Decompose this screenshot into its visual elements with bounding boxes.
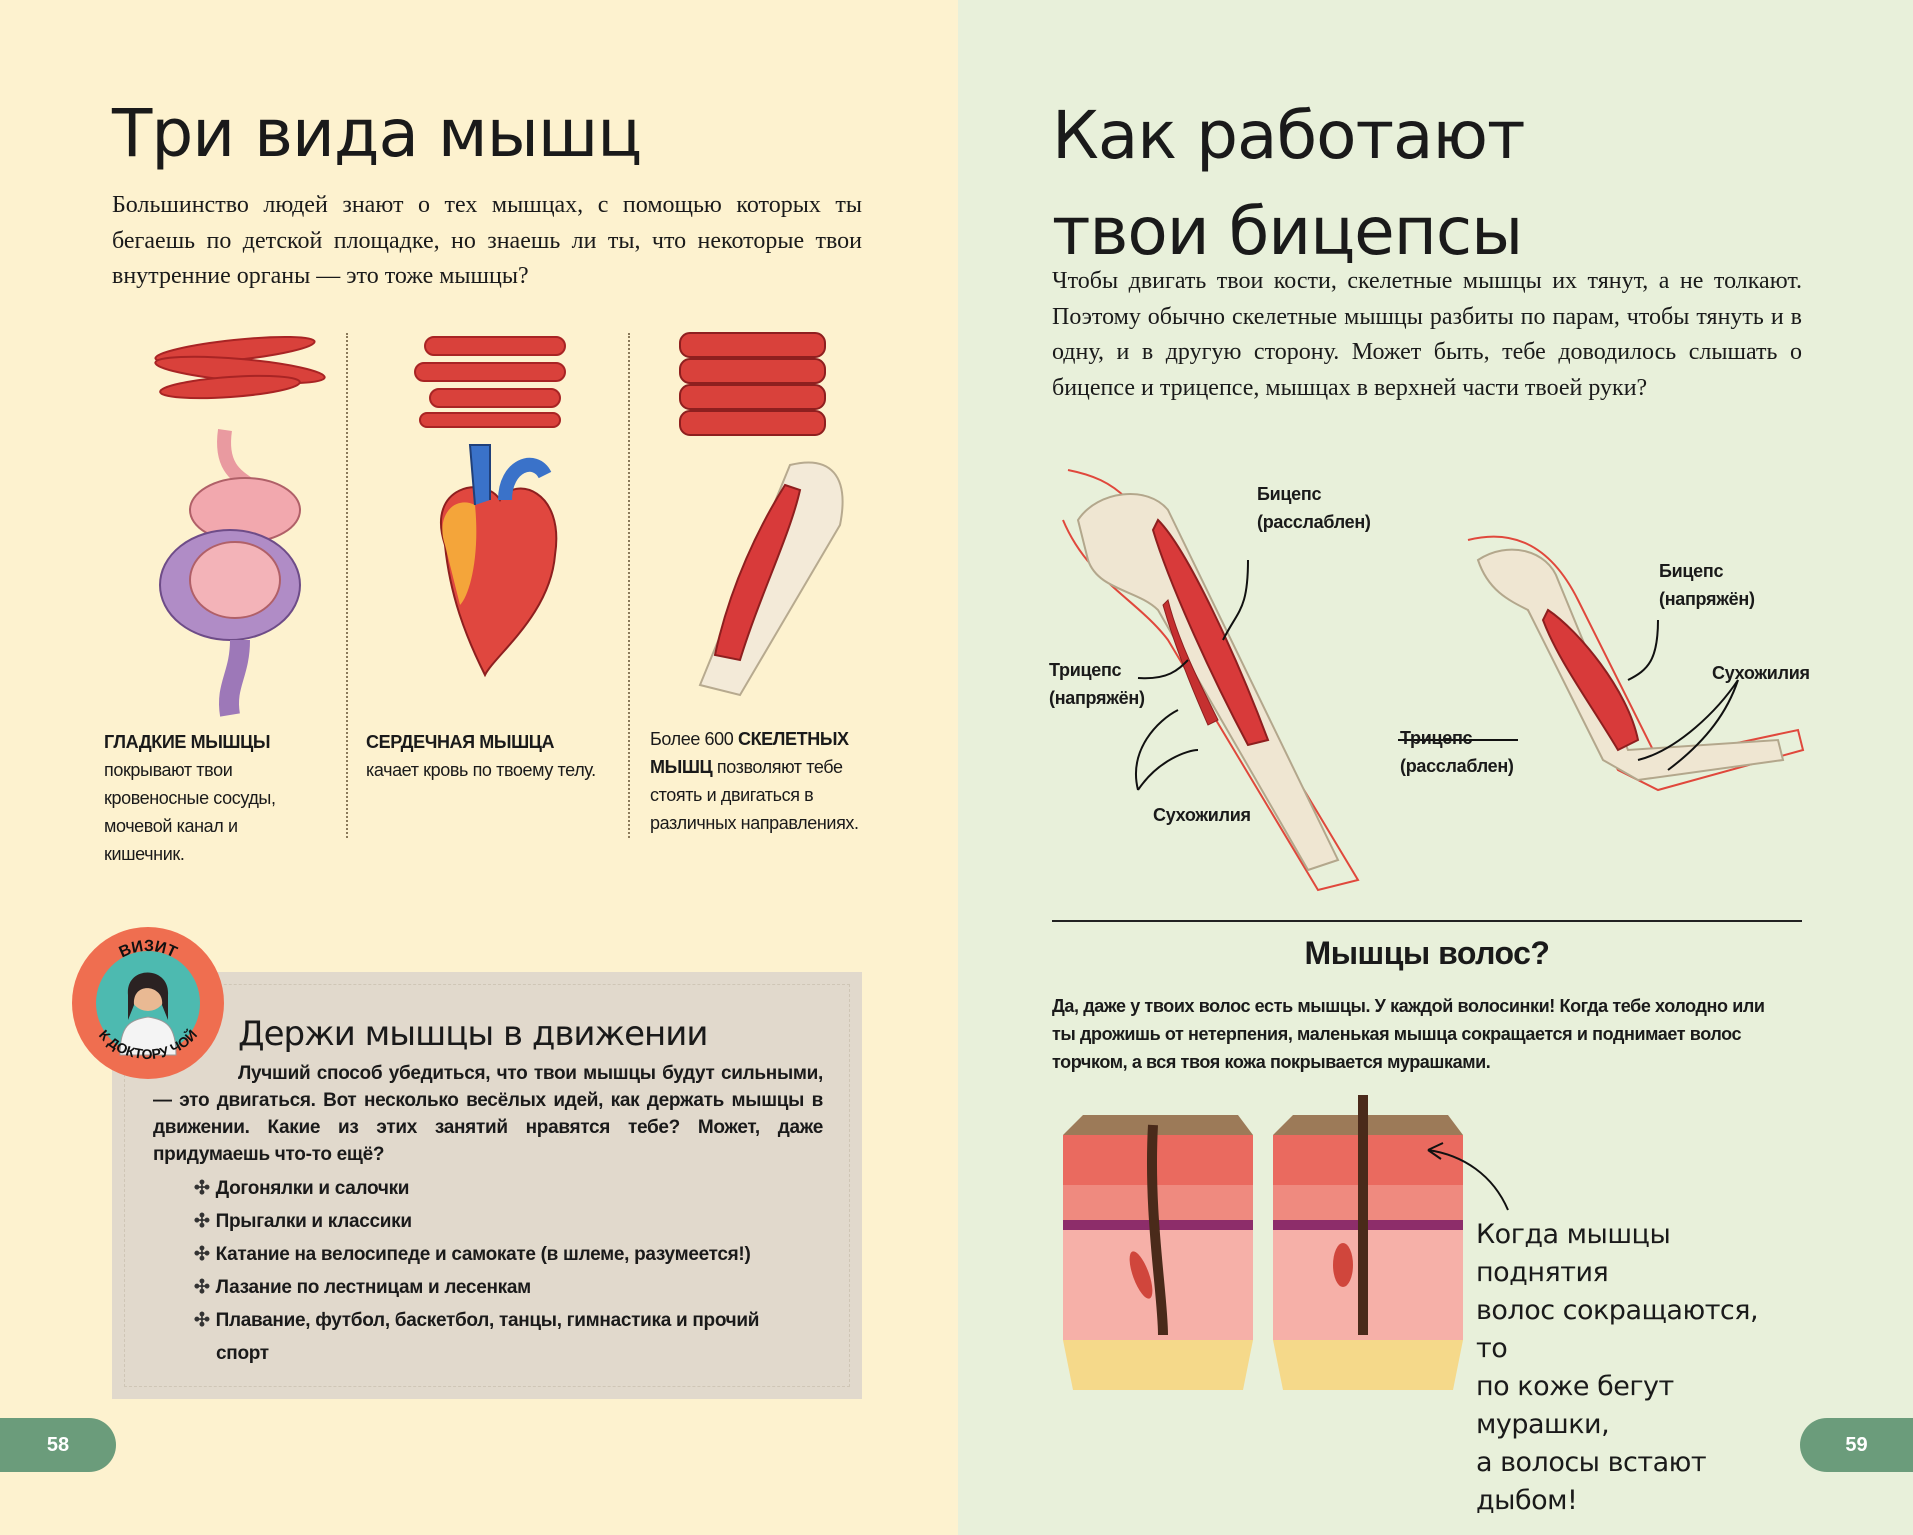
intro-paragraph: Чтобы двигать твои кости, скелетные мышц… <box>1052 268 1802 401</box>
list-item-text: Плавание, футбол, баскетбол, танцы, гимн… <box>215 1310 760 1364</box>
doctor-badge: ВИЗИТ К ДОКТОРУ ЧОЙ <box>72 927 224 1079</box>
bullet-icon: ✣ <box>194 1178 210 1199</box>
label-line: Трицепс <box>1049 660 1122 680</box>
note-line: а волосы встают дыбом! <box>1476 1447 1707 1516</box>
list-item: ✣Прыгалки и классики <box>194 1205 794 1238</box>
smooth-muscle-illustration <box>154 336 326 717</box>
list-item: ✣Догонялки и салочки <box>194 1172 794 1205</box>
label-tendons: Сухожилия <box>1712 663 1810 683</box>
note-line: волос сокращаются, то <box>1476 1295 1759 1364</box>
left-page: Три вида мышц Большинство людей знают о … <box>0 0 958 1535</box>
activity-list: ✣Догонялки и салочки ✣Прыгалки и классик… <box>194 1172 794 1370</box>
list-item: ✣Плавание, футбол, баскетбол, танцы, гим… <box>194 1304 794 1370</box>
hand-note: Когда мышцы поднятия волос сокращаются, … <box>1476 1216 1776 1520</box>
list-item-text: Катание на велосипеде и самокате (в шлем… <box>215 1244 751 1265</box>
label-tendons: Сухожилия <box>1153 805 1251 825</box>
page-title: Как работают твои бицепсы <box>1052 88 1525 280</box>
label-biceps-relaxed: Бицепс (расслаблен) <box>1257 480 1371 536</box>
bullet-icon: ✣ <box>194 1310 210 1331</box>
column-divider <box>628 333 630 838</box>
label-line: Бицепс <box>1257 484 1322 504</box>
label-triceps-relaxed: Трицепс (расслаблен) <box>1400 724 1514 780</box>
bullet-icon: ✣ <box>194 1211 210 1232</box>
list-item: ✣Катание на велосипеде и самокате (в шле… <box>194 1238 794 1271</box>
badge-top-text: ВИЗИТ <box>117 938 180 962</box>
label-line: (напряжён) <box>1659 589 1755 609</box>
note-line: по коже бегут мурашки, <box>1476 1371 1674 1440</box>
label-biceps-tense: Бицепс (напряжён) <box>1659 557 1755 613</box>
hair-skin-illustration <box>1063 1095 1509 1390</box>
caption-bold: СЕРДЕЧНАЯ МЫШЦА <box>366 732 555 752</box>
cardiac-muscle-caption: СЕРДЕЧНАЯ МЫШЦА качает кровь по твоему т… <box>366 728 606 784</box>
list-item-text: Догонялки и салочки <box>215 1178 410 1199</box>
list-item-text: Прыгалки и классики <box>215 1211 412 1232</box>
tip-box: Держи мышцы в движении Лучший способ убе… <box>112 972 862 1399</box>
right-page: Как работают твои бицепсы Чтобы двигать т… <box>958 0 1913 1535</box>
tip-box-text: Лучший способ убедиться, что твои мышцы … <box>153 1063 823 1165</box>
page-title: Три вида мышц <box>112 95 642 172</box>
tip-box-title: Держи мышцы в движении <box>238 1014 708 1054</box>
label-line: (расслаблен) <box>1257 512 1371 532</box>
title-line: твои бицепсы <box>1052 193 1523 270</box>
bullet-icon: ✣ <box>194 1277 210 1298</box>
list-item: ✣Лазание по лестницам и лесенкам <box>194 1271 794 1304</box>
page-number: 58 <box>0 1418 116 1472</box>
bullet-icon: ✣ <box>194 1244 210 1265</box>
biceps-diagram <box>1062 469 1805 892</box>
column-divider <box>346 333 348 838</box>
label-line: (напряжён) <box>1049 688 1145 708</box>
intro-paragraph: Большинство людей знают о тех мышцах, с … <box>112 192 862 289</box>
label-triceps-tense: Трицепс (напряжён) <box>1049 656 1145 712</box>
section-title: Мышцы волос? <box>1304 935 1550 971</box>
caption-text: покрывают твои кровеносные сосуды, мочев… <box>104 760 276 864</box>
smooth-muscle-caption: ГЛАДКИЕ МЫШЦЫ покрывают твои кровеносные… <box>104 728 304 868</box>
caption-bold: ГЛАДКИЕ МЫШЦЫ <box>104 732 271 752</box>
skeletal-muscle-illustration <box>679 332 844 697</box>
caption-pre: Более 600 <box>650 729 738 749</box>
caption-bold: СКЕЛЕТНЫХ МЫШЦ <box>650 729 849 777</box>
hair-paragraph: Да, даже у твоих волос есть мышцы. У каж… <box>1052 996 1765 1072</box>
label-line: (расслаблен) <box>1400 756 1514 776</box>
section-divider <box>1052 920 1802 922</box>
caption-text: позволяют тебе стоять и двигаться в разл… <box>650 757 859 833</box>
title-line: Как работают <box>1052 97 1525 174</box>
label-line: Бицепс <box>1659 561 1724 581</box>
svg-text:ВИЗИТ: ВИЗИТ <box>117 938 180 962</box>
note-line: Когда мышцы поднятия <box>1476 1219 1671 1288</box>
list-item-text: Лазание по лестницам и лесенкам <box>215 1277 532 1298</box>
skeletal-muscle-caption: Более 600 СКЕЛЕТНЫХ МЫШЦ позволяют тебе … <box>650 725 890 837</box>
caption-text: качает кровь по твоему телу. <box>366 760 596 780</box>
label-line: Трицепс <box>1400 728 1473 748</box>
cardiac-muscle-illustration <box>414 336 566 678</box>
page-number: 59 <box>1800 1418 1913 1472</box>
